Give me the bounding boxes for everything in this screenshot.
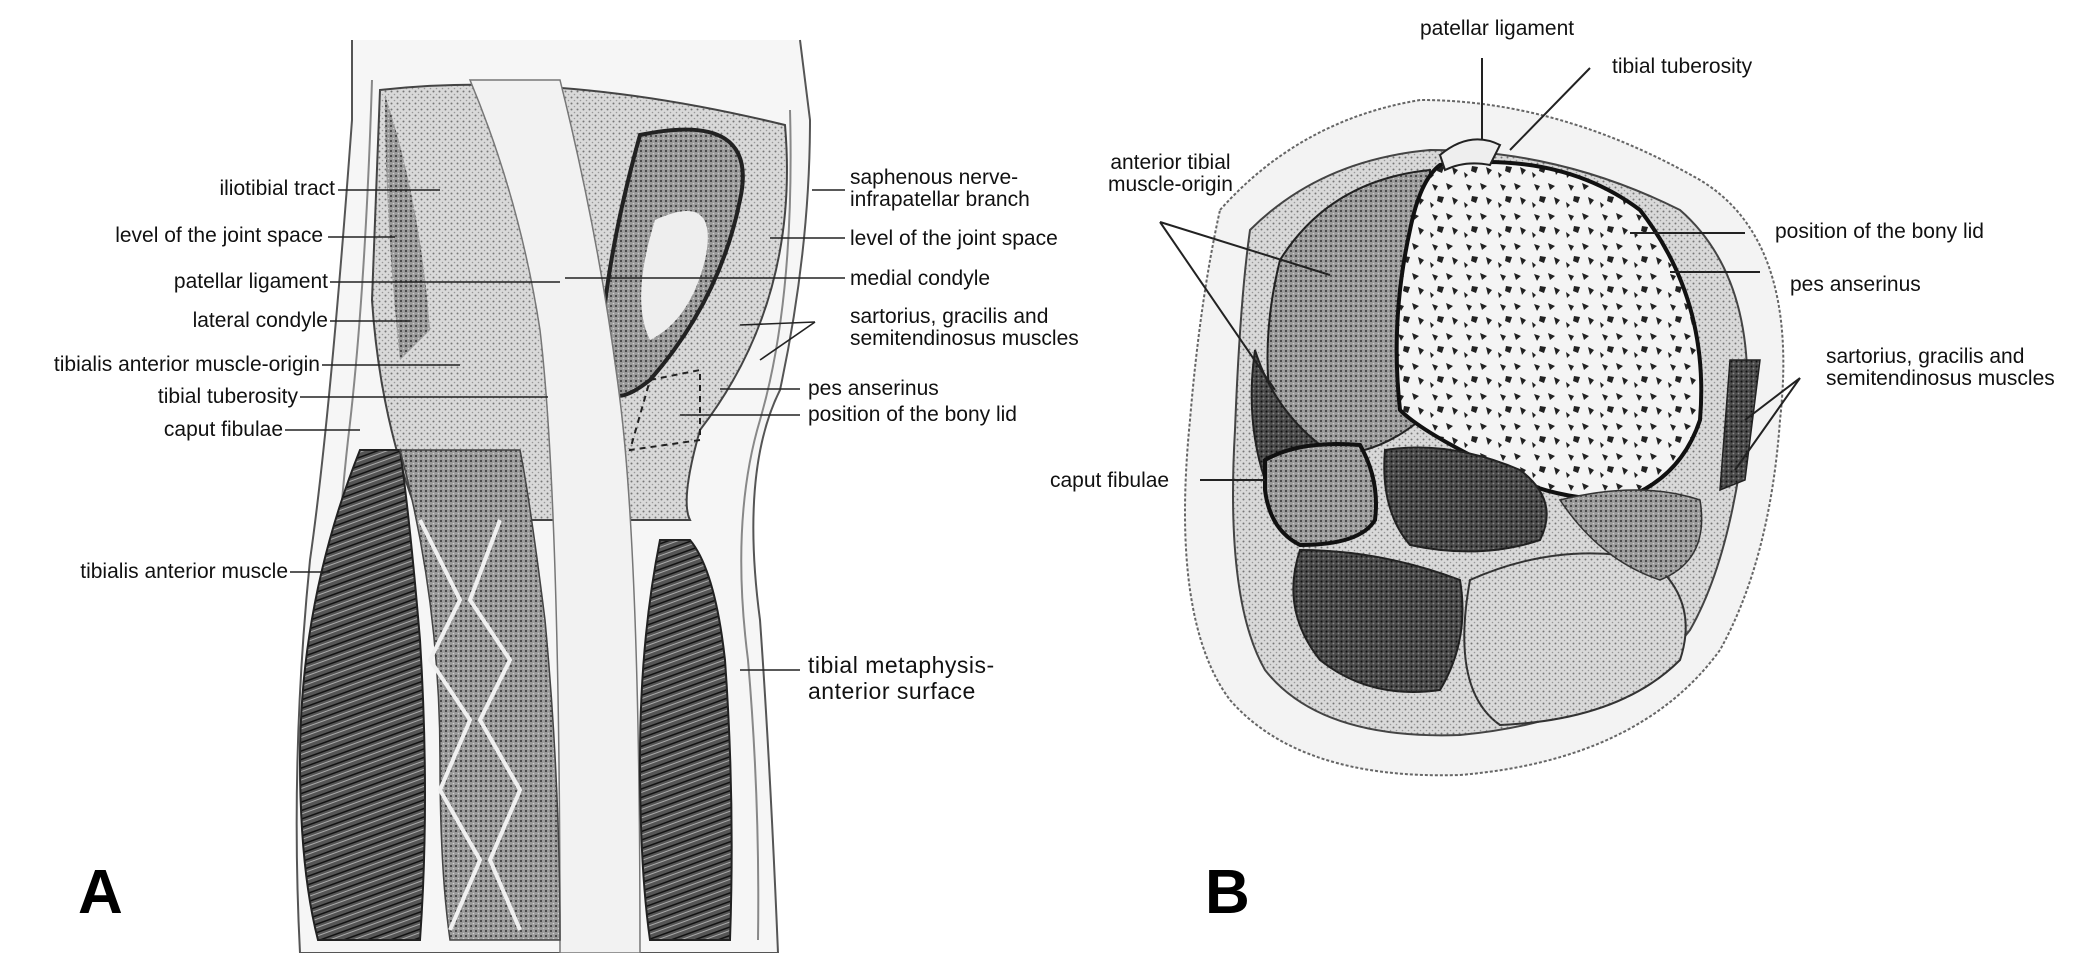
label-a-saphenous-nerve: saphenous nerve- infrapatellar branch [850,167,1030,211]
label-a-tibialis-anterior-muscle: tibialis anterior muscle [80,561,288,583]
label-a-tibialis-anterior-origin: tibialis anterior muscle-origin [54,354,320,376]
label-b-caput-fibulae: caput fibulae [1050,470,1169,492]
label-b-pes-anserinus: pes anserinus [1790,274,1921,296]
label-b-tibial-tuberosity: tibial tuberosity [1612,56,1752,78]
label-a-patellar-ligament: patellar ligament [174,271,328,293]
label-a-sartorius-group: sartorius, gracilis and semitendinosus m… [850,306,1079,350]
label-a-tibial-tuberosity: tibial tuberosity [158,386,298,408]
panel-a-letter: A [78,862,123,924]
label-a-tibial-metaphysis: tibial metaphysis- anterior surface [808,652,995,704]
panel-b-letter: B [1205,862,1250,924]
label-a-bony-lid: position of the bony lid [808,404,1017,426]
label-b-sartorius-group: sartorius, gracilis and semitendinosus m… [1826,346,2055,390]
label-a-level-joint-space-right: level of the joint space [850,228,1058,250]
label-a-caput-fibulae: caput fibulae [164,419,283,441]
label-a-lateral-condyle: lateral condyle [193,310,328,332]
label-a-pes-anserinus: pes anserinus [808,378,939,400]
label-b-bony-lid: position of the bony lid [1775,221,1984,243]
label-a-medial-condyle: medial condyle [850,268,990,290]
panel-b-drawing [1160,58,1800,775]
label-a-level-joint-space-left: level of the joint space [115,225,323,247]
label-b-anterior-tibial-origin: anterior tibial muscle-origin [1108,152,1233,196]
label-b-patellar-ligament: patellar ligament [1420,18,1574,40]
label-a-iliotibial-tract: iliotibial tract [219,178,335,200]
panel-a-drawing [285,40,845,953]
